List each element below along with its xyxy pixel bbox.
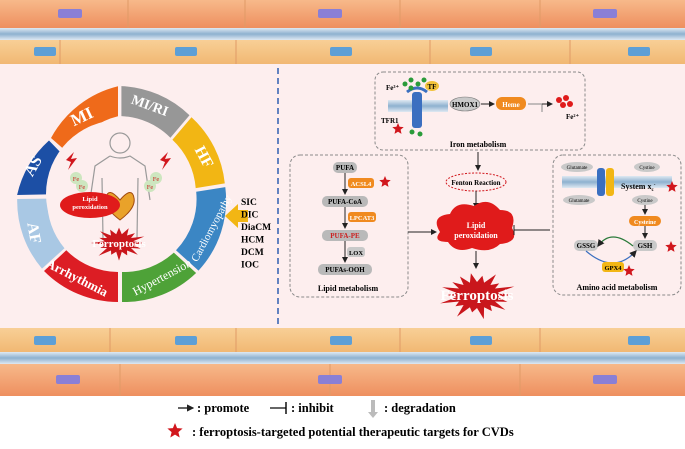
target-star-icon <box>379 176 391 187</box>
cardiomyopathy-type: DCM <box>241 248 264 258</box>
target-star-icon <box>167 423 183 438</box>
lipid-cloud-left <box>60 192 120 218</box>
wheel-segment-cardiomyopathy <box>176 187 227 271</box>
wheel-label-af: AF <box>23 221 43 245</box>
amino-acid-metabolism-box <box>552 154 682 296</box>
ferroptosis-burst-center <box>440 273 515 320</box>
iron-metabolism-box <box>374 71 586 151</box>
cardiomyopathy-type: HCM <box>241 236 264 246</box>
fe-bubbles-left: Fe Fe <box>70 172 88 192</box>
wheel-segment-af <box>17 198 65 269</box>
target-star-icon <box>167 423 183 438</box>
fe-label: Fe <box>147 184 154 191</box>
cell-membrane <box>562 176 672 188</box>
legend-promote: : promote <box>197 401 250 415</box>
acsl4-label: ACSL4 <box>351 181 372 188</box>
legend-degradation: : degradation <box>384 401 456 415</box>
pufas-ooh-label: PUFAs-OOH <box>325 266 365 274</box>
iron-metabolism: TF Fe³⁺ TFR1 HMOX1 Heme Fe²⁺ Iron metabo… <box>381 77 579 149</box>
cardiomyopathy-type: SIC <box>241 198 257 208</box>
wheel-segment-as <box>17 140 70 195</box>
lpcat3-label: LPCAT3 <box>350 215 376 222</box>
cystine-bottom-label: Cystine <box>637 199 653 204</box>
glutamate-top-label: Glutamate <box>567 166 589 171</box>
lipid-metabolism-title: Lipid metabolism <box>318 284 379 293</box>
lipid-peroxidation-cloud <box>436 201 515 251</box>
vessel-wall-top <box>0 0 685 64</box>
cardiomyopathy-arrow <box>225 204 248 228</box>
lipid-metabolism-box <box>289 154 409 298</box>
cardiomyopathy-type-list: SIC DIC DiaCM HCM DCM IOC <box>241 198 271 271</box>
pufa-pe-label: PUFA-PE <box>330 232 360 240</box>
iron-metabolism-title: Iron metabolism <box>450 140 507 149</box>
fe3-label: Fe³⁺ <box>386 84 399 92</box>
wheel-segment-arrhythmia <box>44 250 118 302</box>
cardiomyopathy-type: DIC <box>241 211 259 221</box>
fe-bubbles-right: Fe Fe <box>144 172 162 192</box>
vessel-wall-bottom <box>0 328 685 396</box>
ferroptosis-label-left: Ferroptosis <box>92 238 146 250</box>
target-stars <box>379 123 678 276</box>
cysteine-label: Cysteine <box>634 220 656 226</box>
pufa-coa-label: PUFA-CoA <box>328 198 362 206</box>
tfr1-label: TFR1 <box>381 117 399 125</box>
target-star-icon <box>665 241 677 252</box>
pufa-label: PUFA <box>336 164 354 172</box>
heme-label: Heme <box>502 101 520 109</box>
tf-label: TF <box>428 83 437 91</box>
fe-label: Fe <box>153 176 160 183</box>
legend-inhibit: : inhibit <box>291 401 335 415</box>
lipid-metabolism: PUFA ACSL4 PUFA-CoA LPCAT3 PUFA-PE LOX P… <box>318 162 379 293</box>
wheel-segment-miri <box>121 86 190 138</box>
cardiomyopathy-type: DiaCM <box>241 223 271 233</box>
lox-label: LOX <box>349 250 363 257</box>
amino-acid-metabolism-title: Amino acid metabolism <box>577 283 658 292</box>
cardiomyopathy-type: IOC <box>241 261 259 271</box>
fe2-label: Fe²⁺ <box>566 113 579 121</box>
lightning-icon-left <box>66 152 77 170</box>
wheel-segment-hf <box>172 117 225 189</box>
ferroptosis-label-center: Ferroptosis <box>440 288 513 304</box>
human-silhouette-icon <box>89 132 151 239</box>
legend-targets: : ferroptosis-targeted potential therape… <box>192 425 514 439</box>
amino-acid-metabolism: Glutamate Cystine System xc- Glutamate C… <box>561 162 672 292</box>
gsh-label: GSH <box>638 242 653 250</box>
degradation-arrow-icon <box>368 400 378 418</box>
hmox1-label: HMOX1 <box>452 101 479 109</box>
wheel-segment-hypertension <box>122 252 197 303</box>
gssg-label: GSSG <box>577 242 596 250</box>
ferroptosis-burst-left <box>90 227 145 261</box>
legend: : promote : inhibit : degradation : ferr… <box>167 400 514 439</box>
target-star-icon <box>623 265 635 276</box>
target-star-icon <box>392 123 404 134</box>
gpx4-label: GPX4 <box>605 265 623 272</box>
system-xc-label: System xc- <box>621 182 656 193</box>
glutamate-bottom-label: Glutamate <box>569 199 591 204</box>
fenton-reaction-label: Fenton Reaction <box>451 179 500 187</box>
lightning-icon-right <box>160 152 171 170</box>
target-star-icon <box>666 181 678 192</box>
fe-label: Fe <box>73 176 80 183</box>
cvd-wheel: MI MI/RI HF Cardiomyopathy Hypertension … <box>17 86 235 303</box>
fe-label: Fe <box>79 184 86 191</box>
wheel-segment-mi <box>51 86 118 155</box>
cystine-top-label: Cystine <box>639 166 655 171</box>
tfr1-receptor <box>412 92 422 128</box>
